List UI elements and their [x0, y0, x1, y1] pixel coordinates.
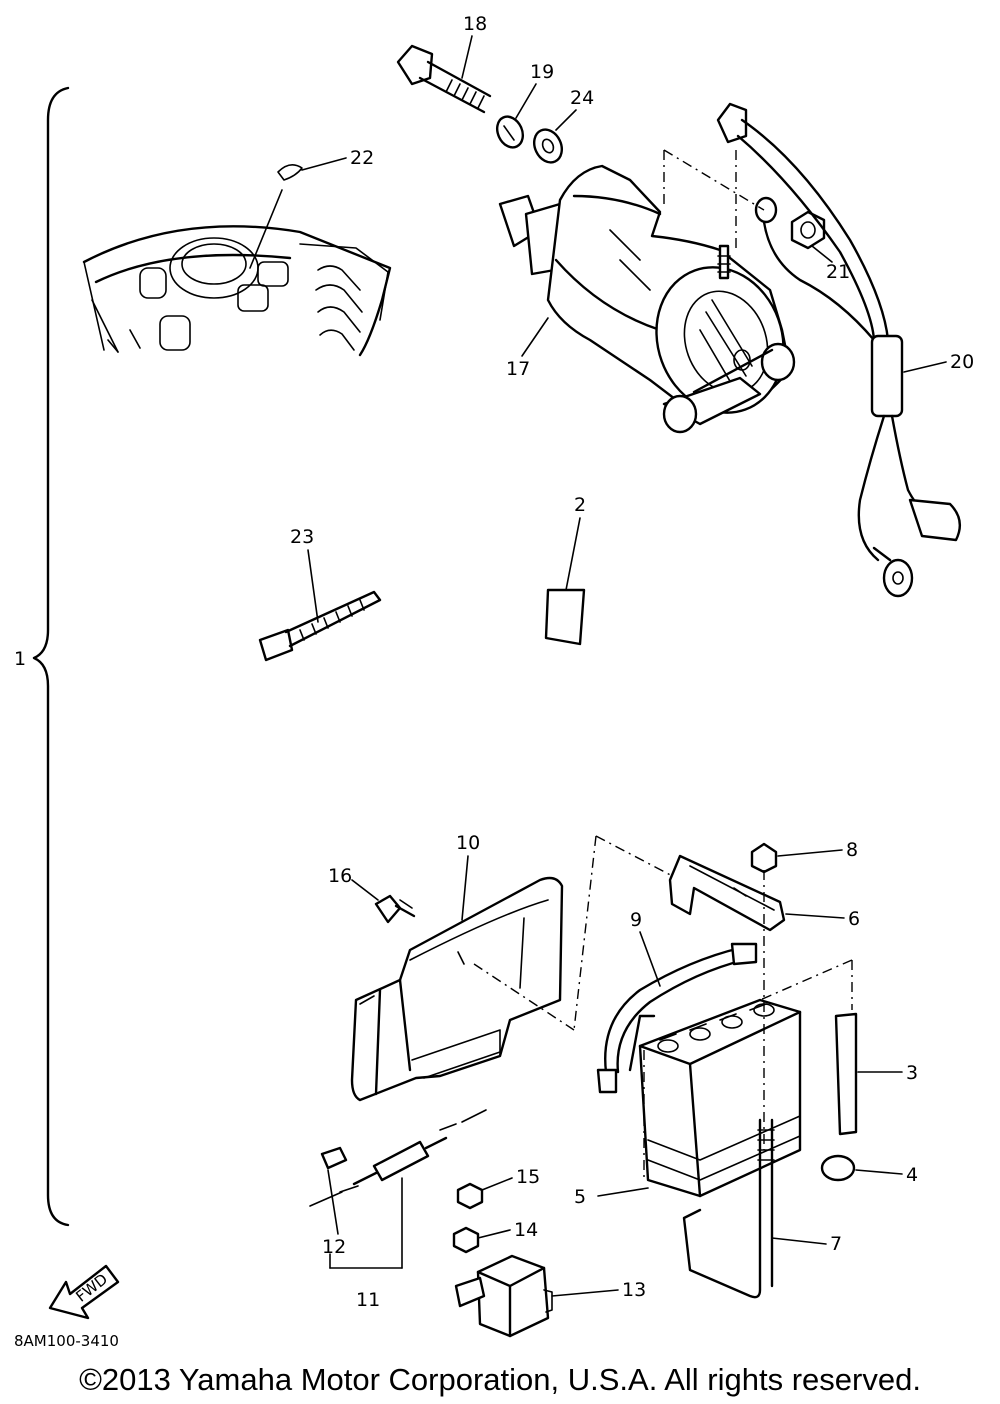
- vent-tube-3-drawing: [834, 1012, 858, 1136]
- washer-24-drawing: [533, 128, 563, 164]
- callout-23: 23: [290, 526, 314, 548]
- callout-8: 8: [846, 839, 858, 861]
- callout-4: 4: [906, 1164, 918, 1186]
- leader-4: [855, 1169, 903, 1175]
- battery-band-7-drawing: [682, 1118, 775, 1299]
- battery-5-drawing: [638, 998, 802, 1198]
- leader-9: [639, 931, 661, 987]
- callout-15: 15: [516, 1166, 540, 1188]
- callout-6: 6: [848, 908, 860, 930]
- leader-5: [597, 1187, 649, 1197]
- callout-18: 18: [463, 13, 487, 35]
- nut-15-drawing: [456, 1182, 484, 1210]
- assembly-bracket: [32, 86, 70, 1227]
- cap-4-drawing: [820, 1154, 856, 1182]
- callout-19: 19: [530, 61, 554, 83]
- fuse-holder-11-drawing: [309, 1109, 487, 1207]
- callout-13: 13: [622, 1279, 646, 1301]
- alignment-lines-starter: [663, 149, 765, 250]
- lock-washer-19-drawing: [495, 115, 525, 149]
- callout-24: 24: [570, 87, 594, 109]
- battery-cover-10-drawing: [350, 876, 564, 1102]
- leader-2: [565, 517, 581, 591]
- bolt-18-drawing: [396, 44, 492, 114]
- leader-21: [811, 245, 833, 263]
- nut-21-drawing: [790, 210, 826, 250]
- cable-tie-23-drawing: [258, 590, 382, 662]
- callout-12: 12: [322, 1236, 346, 1258]
- battery-lead-9-drawing: [596, 942, 758, 1094]
- leader-6: [785, 913, 845, 919]
- leader-19: [515, 83, 537, 119]
- callout-20: 20: [950, 351, 974, 373]
- leader-8: [777, 849, 843, 857]
- leader-24: [555, 109, 577, 131]
- label-2-drawing: [544, 588, 586, 646]
- callout-2: 2: [574, 494, 586, 516]
- leader-13: [551, 1289, 619, 1297]
- nut-8-drawing: [750, 842, 778, 874]
- drawing-code: 8AM100-3410: [14, 1332, 119, 1350]
- engine-housing-drawing: [82, 164, 392, 357]
- callout-14: 14: [514, 1219, 538, 1241]
- leader-23: [307, 549, 319, 623]
- callout-21: 21: [826, 261, 850, 283]
- starter-motor-17-drawing: [498, 164, 796, 434]
- leader-16: [351, 879, 379, 901]
- leader-22: [301, 157, 347, 171]
- leader-7: [771, 1237, 827, 1245]
- callout-7: 7: [830, 1233, 842, 1255]
- leader-20: [903, 361, 947, 373]
- leader-12: [327, 1169, 339, 1235]
- callout-9: 9: [630, 909, 642, 931]
- callout-22: 22: [350, 147, 374, 169]
- alignment-lines-cover: [473, 835, 681, 1031]
- callout-17: 17: [506, 358, 530, 380]
- leader-18: [461, 35, 473, 79]
- wire-lead-20-drawing: [716, 102, 962, 598]
- nut-14-drawing: [452, 1226, 480, 1254]
- forward-arrow-icon: FWD: [48, 1264, 120, 1320]
- leader-10: [461, 855, 469, 921]
- callout-1: 1: [14, 648, 26, 670]
- callout-10: 10: [456, 832, 480, 854]
- callout-11: 11: [356, 1289, 380, 1311]
- leader-15: [481, 1177, 513, 1191]
- alignment-lines-battery: [643, 870, 853, 1180]
- leader-14: [477, 1229, 511, 1239]
- battery-bracket-6-drawing: [668, 854, 786, 932]
- leader-17: [521, 317, 549, 357]
- callout-3: 3: [906, 1062, 918, 1084]
- callout-16: 16: [328, 865, 352, 887]
- relay-13-drawing: [454, 1254, 553, 1338]
- fitting-16-drawing: [374, 894, 416, 924]
- callout-5: 5: [574, 1186, 586, 1208]
- copyright-notice: ©2013 Yamaha Motor Corporation, U.S.A. A…: [79, 1362, 921, 1397]
